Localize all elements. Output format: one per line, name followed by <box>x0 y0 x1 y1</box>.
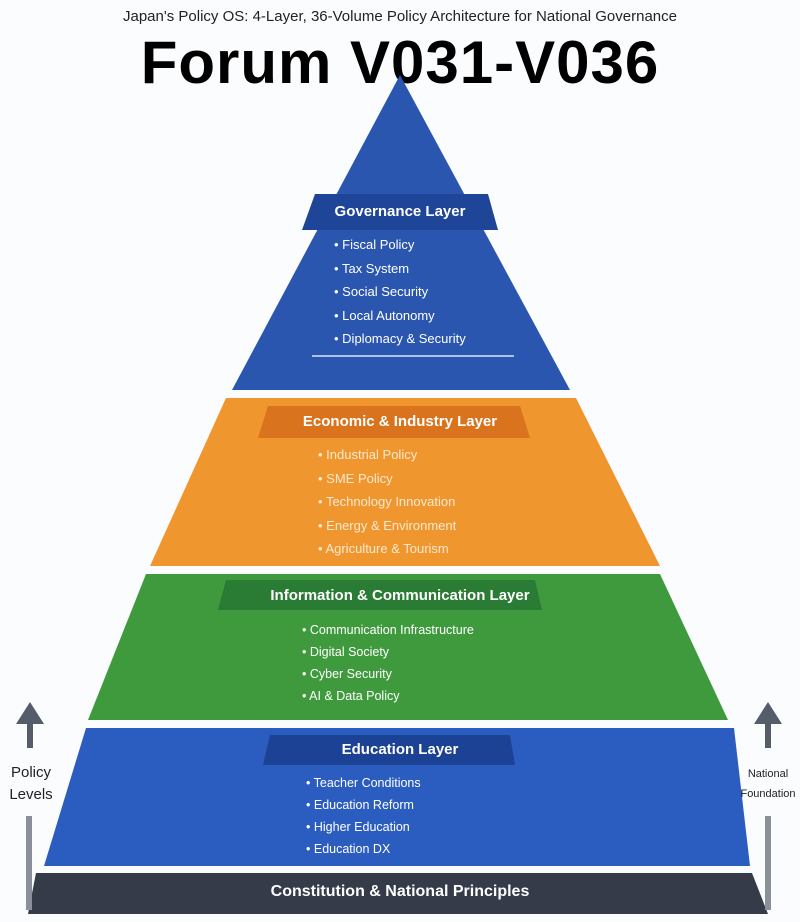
subtitle: Japan's Policy OS: 4-Layer, 36-Volume Po… <box>123 8 677 25</box>
list-item: Industrial Policy <box>318 443 456 467</box>
list-item: Social Security <box>334 280 466 304</box>
list-item: Higher Education <box>306 816 421 838</box>
education-items: Teacher Conditions Education Reform High… <box>306 772 421 860</box>
side-label-line: Foundation <box>740 788 796 800</box>
side-label-line: Policy <box>10 764 51 781</box>
governance-layer-title: Governance Layer <box>334 203 466 220</box>
layer-education-label-tab <box>263 735 515 765</box>
layer-economic-label-tab <box>258 406 530 438</box>
layer-foundation <box>28 873 768 914</box>
list-item: AI & Data Policy <box>302 685 474 707</box>
list-item: Teacher Conditions <box>306 772 421 794</box>
layer-governance-label-tab <box>302 194 498 230</box>
list-item: Local Autonomy <box>334 304 466 328</box>
list-item: Education Reform <box>306 794 421 816</box>
education-layer-title: Education Layer <box>341 741 459 758</box>
governance-items: Fiscal Policy Tax System Social Security… <box>334 233 466 351</box>
side-label-line: Levels <box>9 786 53 803</box>
list-item: Agriculture & Tourism <box>318 537 456 561</box>
list-item: Diplomacy & Security <box>334 327 466 351</box>
policy-levels-label: Policy Levels <box>2 762 60 806</box>
list-item: Digital Society <box>302 641 474 663</box>
layer-information-label-tab <box>218 580 542 610</box>
list-item: Communication Infrastructure <box>302 619 474 641</box>
list-item: Education DX <box>306 838 421 860</box>
economic-items: Industrial Policy SME Policy Technology … <box>318 443 456 561</box>
list-item: Energy & Environment <box>318 514 456 538</box>
information-layer-title: Information & Communication Layer <box>270 587 530 604</box>
economic-layer-title: Economic & Industry Layer <box>302 413 498 430</box>
list-item: Fiscal Policy <box>334 233 466 257</box>
information-items: Communication Infrastructure Digital Soc… <box>302 619 474 707</box>
foundation-title: Constitution & National Principles <box>270 883 530 900</box>
arrow-up-icon-right <box>754 702 782 910</box>
list-item: Cyber Security <box>302 663 474 685</box>
list-item: Tax System <box>334 257 466 281</box>
side-label-line: National <box>747 768 789 780</box>
list-item: SME Policy <box>318 467 456 491</box>
national-foundation-label: National Foundation <box>736 764 800 804</box>
list-item: Technology Innovation <box>318 490 456 514</box>
arrow-up-icon-left <box>16 702 44 910</box>
